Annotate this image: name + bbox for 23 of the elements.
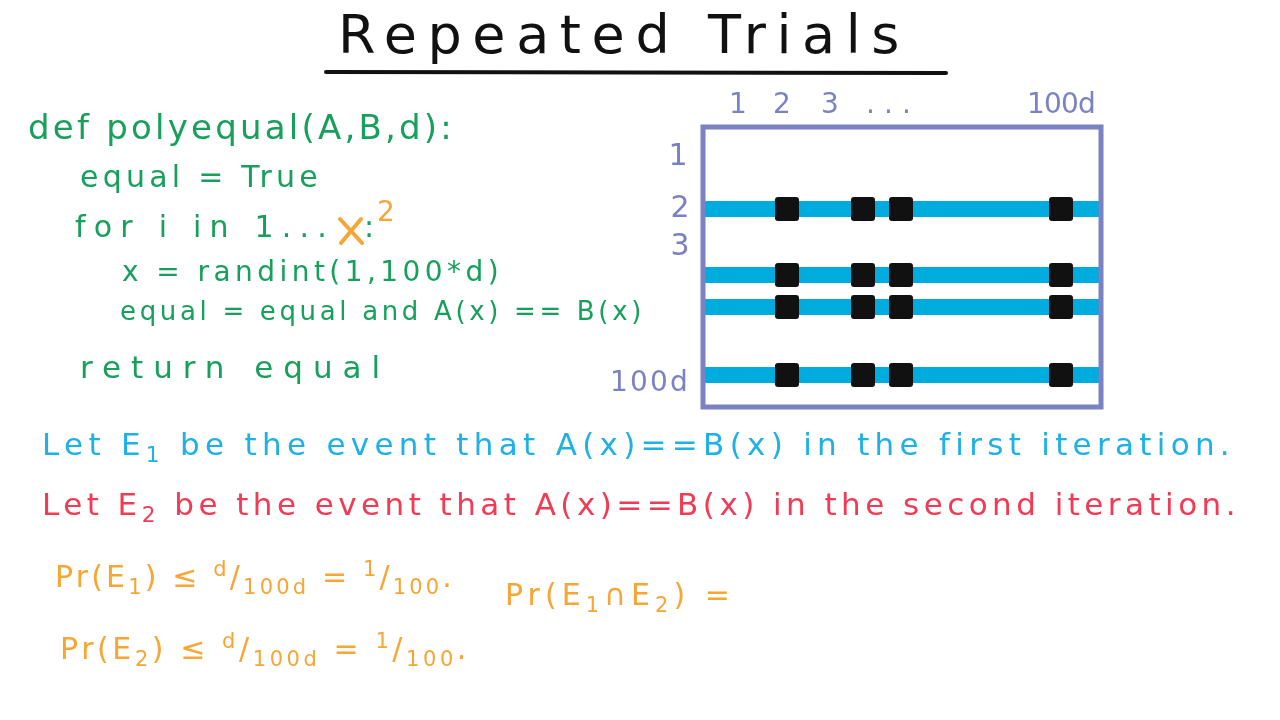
probability-formula: Pr(E$_{1}$∩E$_{2}$) = (505, 578, 735, 613)
row-label: 3 (670, 228, 690, 263)
code-line: equal = True (80, 160, 322, 195)
probability-formula: Pr(E$_{1}$) ≤ $^{d}$/$_{100d}$ = $^{1}$/$_{100}$. (55, 560, 455, 595)
code-line: return equal (80, 350, 390, 386)
row-label: 100d (610, 366, 690, 399)
definition-sentence: Let E$_{2}$ be the event that A(x)==B(x) in the second iteration. (42, 487, 1240, 523)
column-label: ... (866, 88, 920, 121)
code-line: x = randint(1,100*d) (122, 256, 503, 289)
row-label: 2 (670, 190, 690, 225)
code-colon: : (364, 210, 375, 245)
column-label: 1 (729, 88, 747, 121)
column-label: 100d (1027, 88, 1095, 121)
definition-sentence: Let E$_{1}$ be the event that A(x)==B(x) in the first iteration. (42, 427, 1235, 463)
column-label: 3 (821, 88, 839, 121)
code-line: equal = equal and A(x) == B(x) (120, 297, 645, 327)
row-label: 1 (668, 138, 688, 173)
code-line: def polyequal(A,B,d): (28, 108, 455, 148)
code-line: for i in 1... (75, 210, 335, 245)
probability-formula: Pr(E$_{2}$) ≤ $^{d}$/$_{100d}$ = $^{1}$/$_{100}$. (60, 632, 470, 667)
title: Repeated Trials (338, 4, 910, 67)
column-label: 2 (773, 88, 791, 121)
handwritten-exponent: 2 (377, 196, 395, 229)
